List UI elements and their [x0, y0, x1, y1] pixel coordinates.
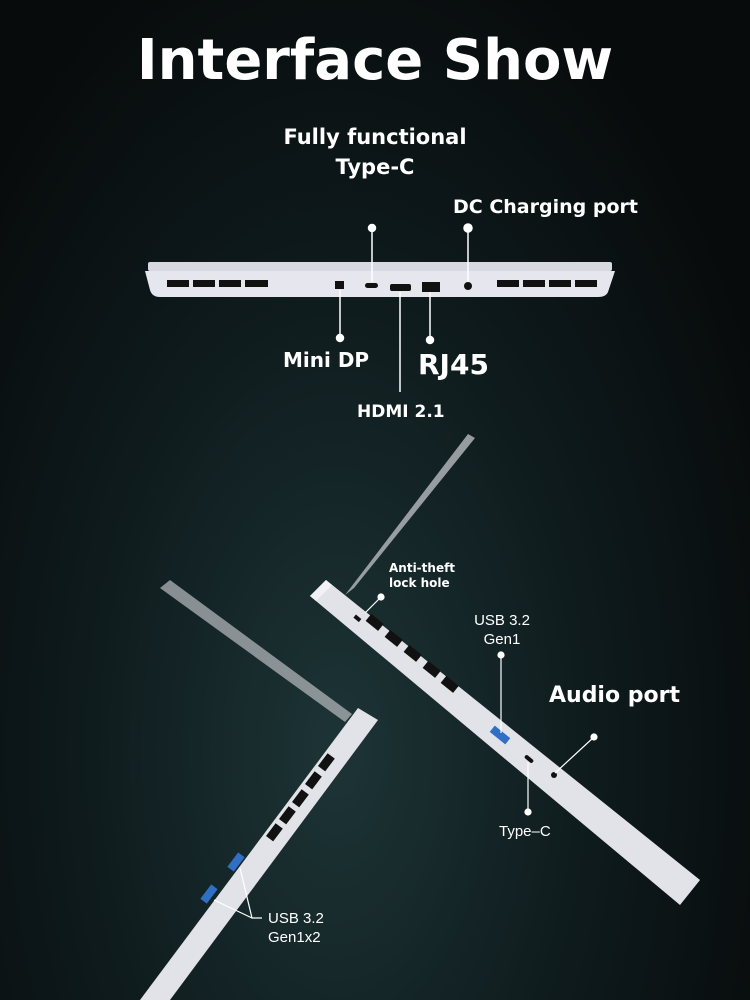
- label-usb-gen1: USB 3.2 Gen1: [462, 611, 542, 649]
- label-audio-port: Audio port: [549, 683, 680, 708]
- label-line: USB 3.2: [474, 612, 530, 629]
- label-type-c-rear: Fully functional Type-C: [250, 122, 500, 182]
- label-type-c-side: Type–C: [499, 823, 551, 840]
- laptop-left-side: [140, 580, 378, 1000]
- mini-dp-port: [335, 281, 344, 289]
- label-usb-gen1x2: USB 3.2 Gen1x2: [268, 909, 324, 947]
- label-line: Gen1x2: [268, 929, 321, 946]
- hdmi-port: [390, 284, 411, 291]
- label-line: Fully functional: [283, 125, 467, 149]
- label-line: Type-C: [335, 155, 415, 179]
- label-line: lock hole: [389, 576, 450, 590]
- page-title: Interface Show: [136, 28, 614, 93]
- label-hdmi: HDMI 2.1: [357, 402, 445, 422]
- laptop-rear-view: [145, 223, 615, 392]
- label-line: Gen1: [483, 631, 521, 648]
- label-mini-dp: Mini DP: [283, 348, 370, 372]
- label-line: Anti-theft: [389, 561, 456, 575]
- label-rj45: RJ45: [418, 348, 489, 381]
- rj45-port: [422, 282, 440, 292]
- label-lock-hole: Anti-theft lock hole: [389, 561, 455, 591]
- type-c-port: [365, 283, 378, 288]
- label-dc-charging: DC Charging port: [453, 196, 638, 218]
- laptop-right-side: [310, 434, 700, 905]
- dc-port: [464, 282, 472, 290]
- label-line: USB 3.2: [268, 910, 324, 927]
